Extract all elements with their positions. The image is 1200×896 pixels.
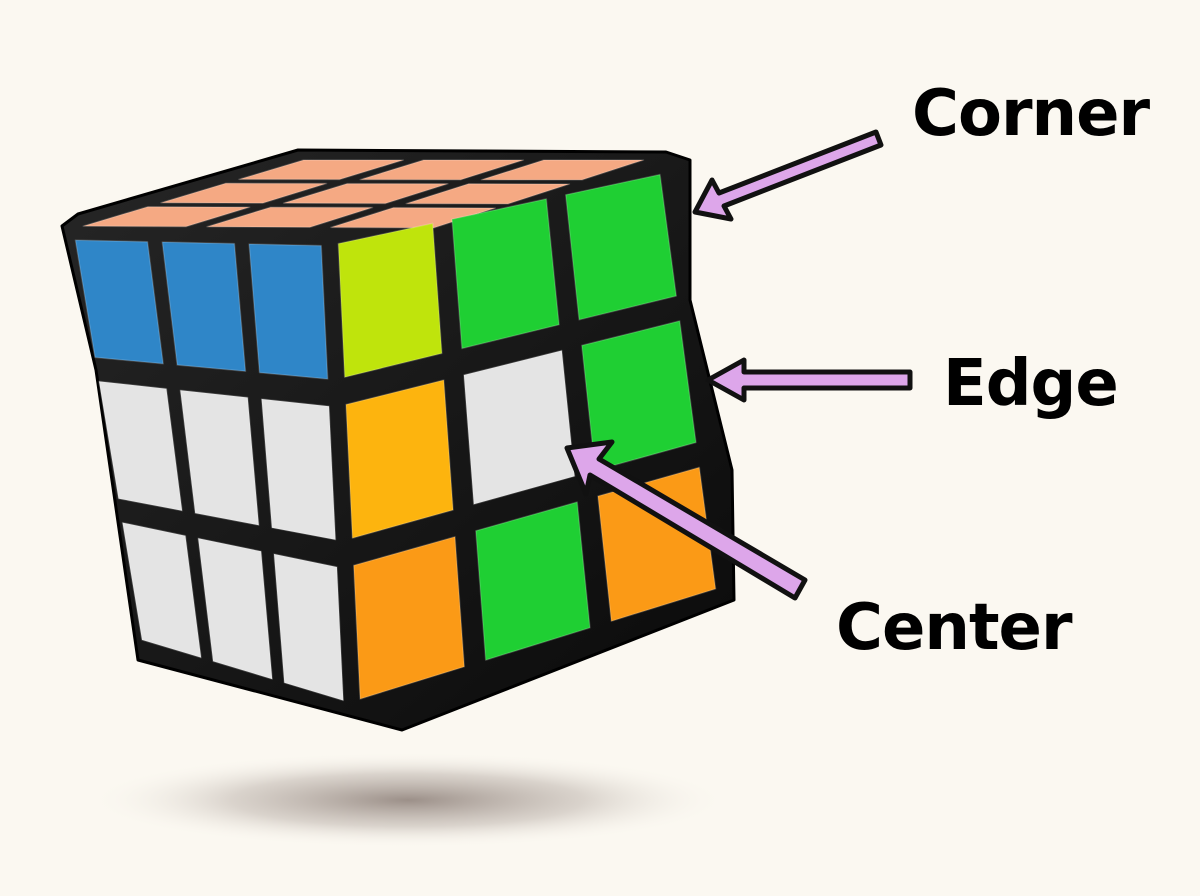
sticker-front-3-3 <box>597 466 717 622</box>
cube-face-left <box>74 239 345 702</box>
center-arrow-icon <box>564 439 808 601</box>
center-label: Center <box>836 591 1072 665</box>
sticker-top-2-1 <box>160 182 328 204</box>
sticker-front-3-2 <box>475 501 591 661</box>
edge-arrow-icon <box>705 357 913 403</box>
sticker-left-1-1 <box>74 239 164 365</box>
sticker-left-1-3 <box>248 243 329 380</box>
sticker-top-3-1 <box>82 205 251 228</box>
sticker-front-1-3 <box>564 173 678 321</box>
sticker-front-1-2 <box>451 198 560 350</box>
sticker-top-2-2 <box>282 182 449 205</box>
sticker-top-1-3 <box>480 159 645 181</box>
sticker-front-3-1 <box>352 535 466 700</box>
cube-face-top <box>82 159 645 229</box>
corner-arrow-icon <box>692 129 884 222</box>
sticker-front-1-1 <box>337 222 443 378</box>
sticker-top-3-3 <box>330 206 497 229</box>
sticker-top-3-2 <box>206 206 374 229</box>
sticker-top-1-1 <box>238 159 405 181</box>
sticker-front-2-3 <box>581 320 697 472</box>
callout-arrows <box>564 129 913 601</box>
sticker-left-2-1 <box>98 380 183 512</box>
sticker-front-2-2 <box>463 349 576 506</box>
sticker-left-2-2 <box>179 389 260 526</box>
cube-face-front <box>337 173 717 700</box>
corner-label: Corner <box>912 77 1150 151</box>
sticker-left-3-2 <box>197 537 273 680</box>
sticker-top-2-3 <box>405 183 571 205</box>
sticker-top-1-2 <box>359 159 525 181</box>
sticker-left-2-3 <box>260 398 337 541</box>
sticker-left-1-2 <box>161 241 247 373</box>
sticker-left-3-3 <box>273 553 345 702</box>
cube-shadow <box>88 752 728 848</box>
sticker-front-2-1 <box>345 379 454 539</box>
sticker-left-3-1 <box>121 521 202 659</box>
edge-label: Edge <box>943 347 1119 421</box>
